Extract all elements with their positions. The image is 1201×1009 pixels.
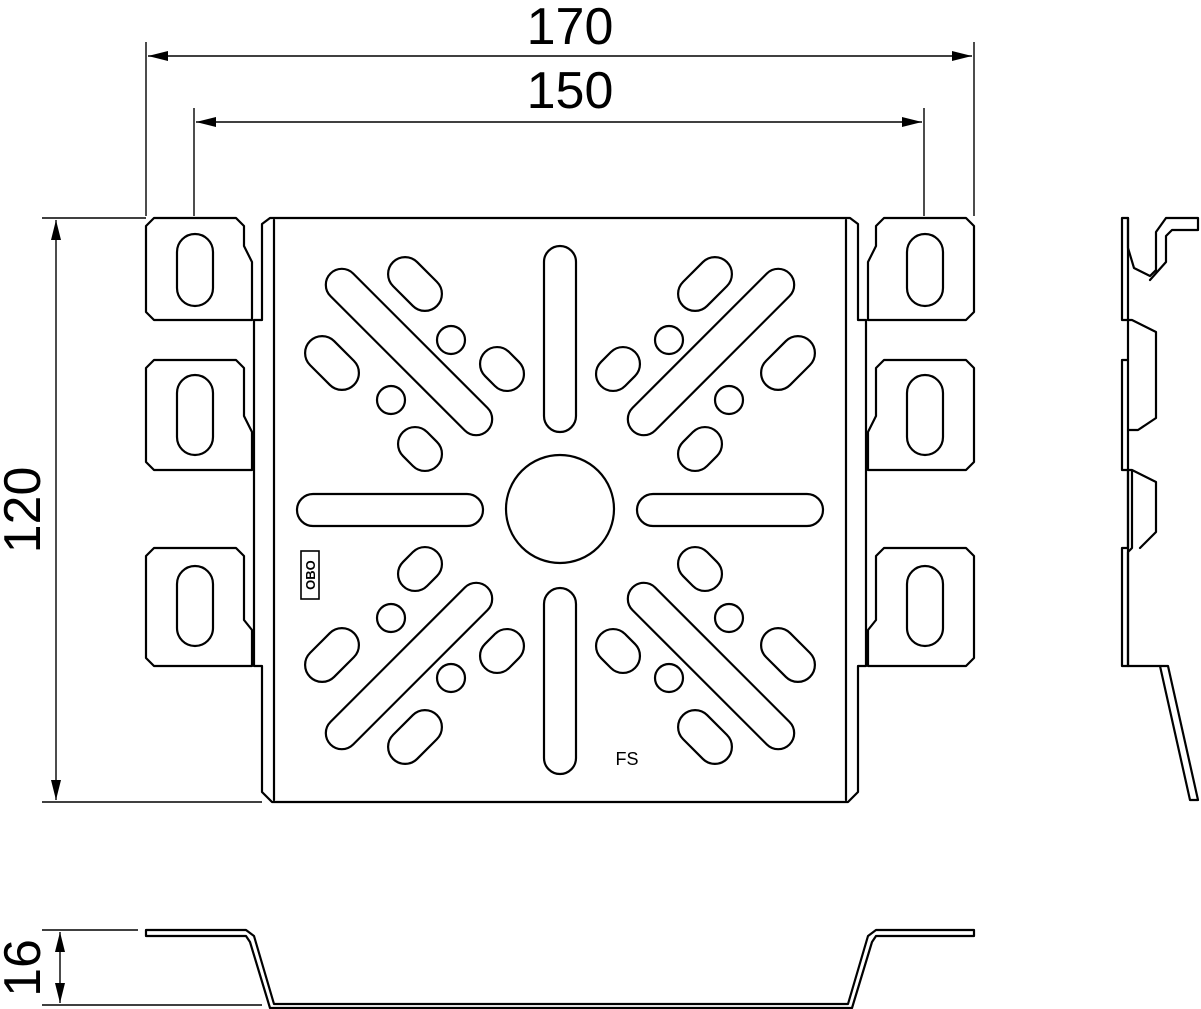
diagonal-slots [324,267,796,751]
dimension-depth: 16 [0,929,262,1006]
left-lugs [144,216,254,668]
radial-slots [295,244,825,776]
dimension-height: 120 [0,217,262,803]
dimension-hole-spacing: 150 [193,62,925,216]
dimension-overall-width-label: 170 [527,0,614,56]
oblong-holes [304,256,816,765]
dimension-hole-spacing-label: 150 [527,62,614,120]
dimension-height-label: 120 [0,467,52,554]
center-hole [504,453,616,565]
type-code-label: FS [615,749,638,769]
dimension-overall-width: 170 [145,0,975,216]
manufacturer-logo-text: OBO [303,560,318,590]
side-view [1120,216,1200,802]
dimension-depth-label: 16 [0,939,52,997]
right-lugs [866,216,976,668]
profile-view [144,928,976,1009]
round-holes [375,324,745,694]
manufacturer-logo: OBO [300,550,320,600]
front-view: OBO FS [144,216,976,804]
